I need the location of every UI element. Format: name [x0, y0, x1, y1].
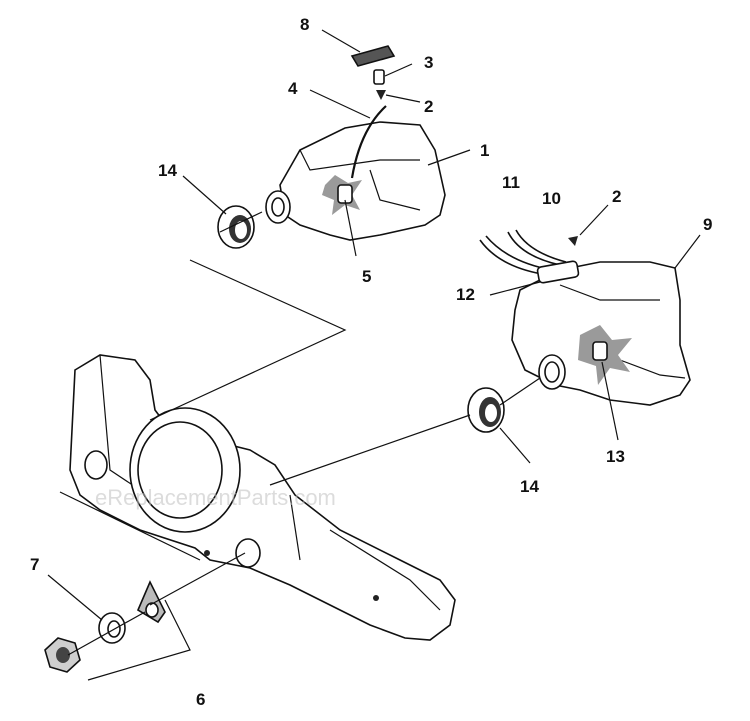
- leader-lines: [47, 29, 701, 681]
- crankcase-housing: [69, 354, 456, 641]
- fuel-tank-neck: [538, 354, 566, 390]
- callout-5: 5: [362, 267, 371, 286]
- oil-tank: [279, 121, 446, 241]
- fuel-tank: [511, 261, 691, 406]
- callout-13: 13: [606, 447, 625, 466]
- callout-11: 11: [502, 173, 520, 192]
- valve-part-2-top: [376, 90, 386, 100]
- callout-9: 9: [703, 215, 712, 234]
- watermark: eReplacementParts.com: [95, 485, 336, 510]
- seal-14-left: [217, 205, 255, 249]
- fitting-part-3: [373, 69, 385, 85]
- callout-12: 12: [456, 285, 475, 304]
- seal-14-right: [467, 387, 505, 433]
- callout-4: 4: [288, 79, 298, 98]
- callout-8: 8: [300, 15, 309, 34]
- oil-tank-neck: [265, 190, 291, 224]
- callout-2-top: 2: [424, 97, 433, 116]
- mounting-nut: [44, 637, 81, 673]
- assembly-lines: [59, 211, 541, 656]
- callout-2-right: 2: [612, 187, 621, 206]
- callout-3: 3: [424, 53, 433, 72]
- filter-part-8: [350, 45, 396, 67]
- washer-part-7: [98, 612, 126, 644]
- callout-7: 7: [30, 555, 39, 574]
- bracket-part-6: [136, 580, 166, 624]
- callout-14-right: 14: [520, 477, 539, 496]
- valve-part-2-right: [568, 236, 578, 246]
- callout-14-left: 14: [158, 161, 177, 180]
- callout-10: 10: [542, 189, 561, 208]
- oil-pickup-line: [350, 105, 387, 179]
- callout-1: 1: [480, 141, 489, 160]
- grommet-part-12: [536, 260, 580, 284]
- callout-6: 6: [196, 690, 205, 709]
